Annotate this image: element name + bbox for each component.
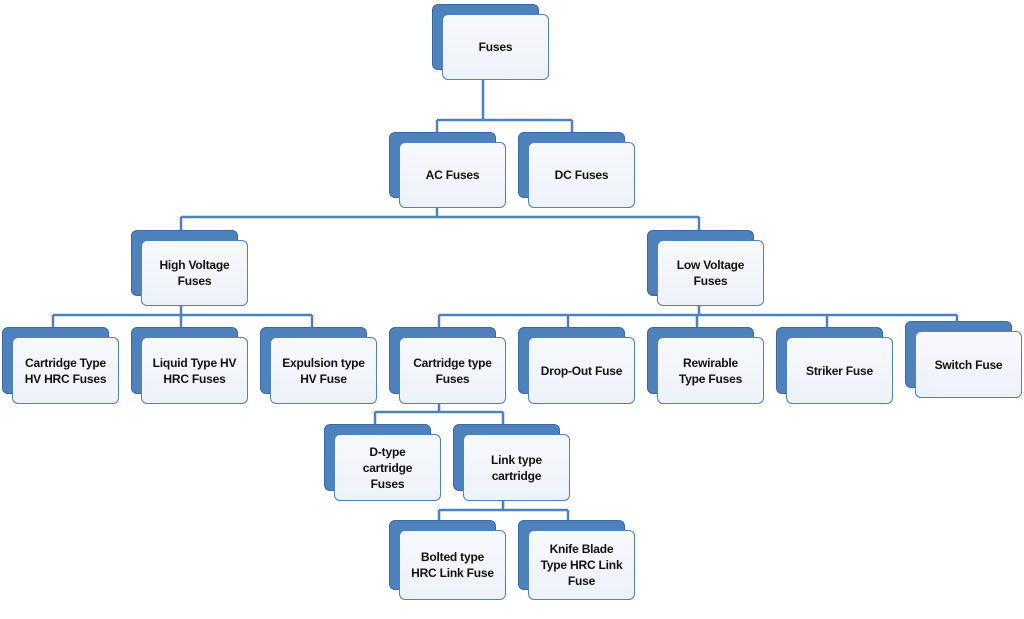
- node-box: Striker Fuse: [786, 337, 893, 404]
- node-box: Cartridge Type HV HRC Fuses: [12, 337, 119, 404]
- node-label-d-type: D-type cartridge Fuses: [362, 444, 413, 491]
- node-box: Knife Blade Type HRC Link Fuse: [528, 530, 635, 600]
- node-switch-fuse: Switch Fuse: [905, 321, 1022, 398]
- node-box: Cartridge type Fuses: [399, 337, 506, 404]
- node-cartridge-type-fuses: Cartridge type Fuses: [389, 327, 506, 404]
- node-box: Low Voltage Fuses: [657, 240, 764, 306]
- node-liquid-hv-hrc: Liquid Type HV HRC Fuses: [131, 327, 248, 404]
- node-label-knife-blade: Knife Blade Type HRC Link Fuse: [540, 542, 623, 588]
- node-label-rewirable: Rewirable Type Fuses: [678, 355, 743, 386]
- node-label-ac-fuses: AC Fuses: [425, 168, 480, 182]
- node-expulsion-hv: Expulsion type HV Fuse: [260, 327, 377, 404]
- node-box: D-type cartridge Fuses: [334, 434, 441, 501]
- node-label-link-type: Link type cartridge: [491, 452, 542, 483]
- node-low-voltage-fuses: Low Voltage Fuses: [647, 230, 764, 306]
- node-label-cartridge-type: Cartridge type Fuses: [413, 355, 492, 386]
- node-box: Rewirable Type Fuses: [657, 337, 764, 404]
- node-box: High Voltage Fuses: [141, 240, 248, 306]
- node-label-cartridge-hv: Cartridge Type HV HRC Fuses: [24, 355, 107, 386]
- node-cartridge-hv-hrc: Cartridge Type HV HRC Fuses: [2, 327, 119, 404]
- node-box: Liquid Type HV HRC Fuses: [141, 337, 248, 404]
- node-label-striker: Striker Fuse: [806, 363, 873, 378]
- node-box: Switch Fuse: [915, 331, 1022, 398]
- node-link-type-cartridge: Link type cartridge: [453, 424, 570, 501]
- node-box: Bolted type HRC Link Fuse: [399, 530, 506, 600]
- node-knife-blade-hrc-link: Knife Blade Type HRC Link Fuse: [518, 520, 635, 600]
- node-box: Expulsion type HV Fuse: [270, 337, 377, 404]
- node-label-expulsion-hv: Expulsion type HV Fuse: [282, 355, 365, 386]
- node-label-low-voltage: Low Voltage Fuses: [676, 258, 745, 288]
- node-fuses: Fuses: [432, 4, 549, 80]
- node-box: Link type cartridge: [463, 434, 570, 501]
- node-box: Fuses: [442, 14, 549, 80]
- node-high-voltage-fuses: High Voltage Fuses: [131, 230, 248, 306]
- node-dc-fuses: DC Fuses: [518, 132, 635, 208]
- node-bolted-hrc-link: Bolted type HRC Link Fuse: [389, 520, 506, 600]
- node-rewirable-fuses: Rewirable Type Fuses: [647, 327, 764, 404]
- node-label-drop-out: Drop-Out Fuse: [540, 363, 623, 378]
- node-box: Drop-Out Fuse: [528, 337, 635, 404]
- node-box: AC Fuses: [399, 142, 506, 208]
- node-label-dc-fuses: DC Fuses: [554, 168, 609, 182]
- node-ac-fuses: AC Fuses: [389, 132, 506, 208]
- node-striker-fuse: Striker Fuse: [776, 327, 893, 404]
- node-d-type-cartridge: D-type cartridge Fuses: [324, 424, 441, 501]
- node-label-fuses: Fuses: [478, 40, 513, 54]
- node-drop-out-fuse: Drop-Out Fuse: [518, 327, 635, 404]
- node-label-high-voltage: High Voltage Fuses: [159, 258, 230, 288]
- node-label-bolted: Bolted type HRC Link Fuse: [411, 550, 494, 580]
- node-label-liquid-hv: Liquid Type HV HRC Fuses: [152, 355, 237, 386]
- node-label-switch: Switch Fuse: [934, 357, 1003, 372]
- node-box: DC Fuses: [528, 142, 635, 208]
